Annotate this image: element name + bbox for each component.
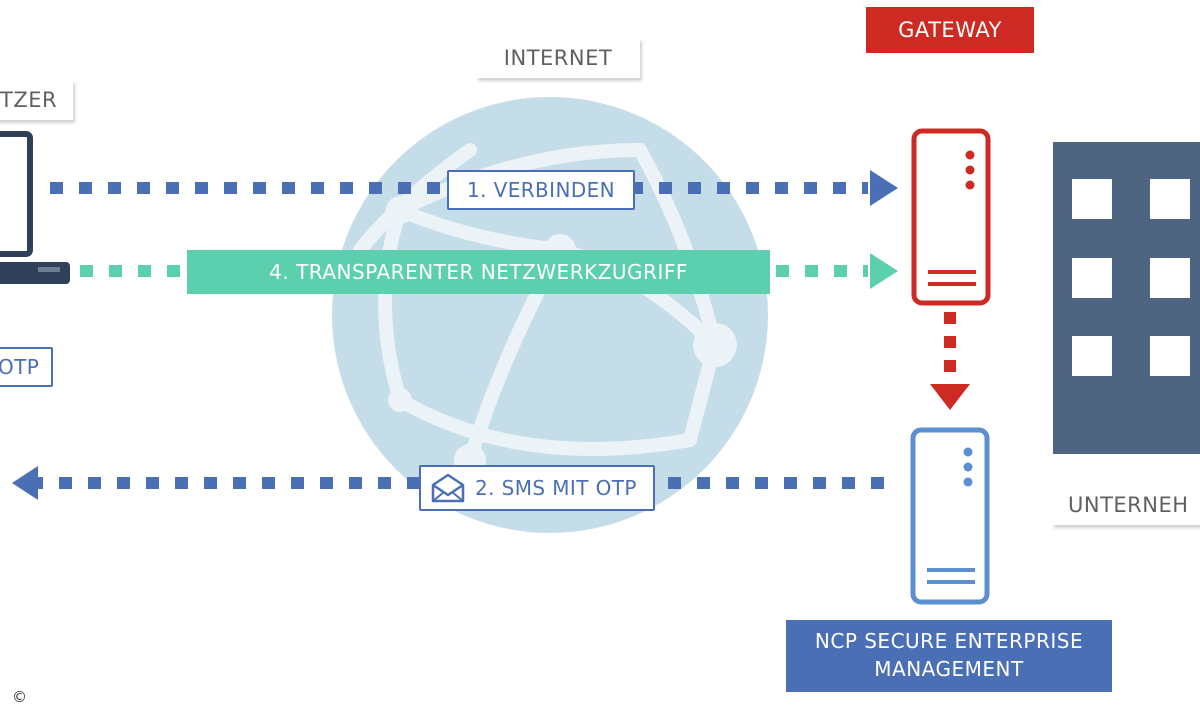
gateway-to-management-arrow bbox=[930, 312, 970, 410]
management-label-line1: NCP SECURE ENTERPRISE bbox=[814, 629, 1084, 653]
step-connect-label: 1. VERBINDEN bbox=[447, 170, 636, 210]
envelope-icon bbox=[431, 473, 465, 503]
management-label-line2: MANAGEMENT bbox=[874, 657, 1024, 681]
step-sms-text: 2. SMS MIT OTP bbox=[475, 476, 637, 500]
internet-label: INTERNET bbox=[476, 38, 640, 78]
gateway-server-icon bbox=[911, 128, 991, 306]
building-icon bbox=[1053, 142, 1200, 454]
step-sms-label: 2. SMS MIT OTP bbox=[419, 465, 655, 511]
otp-label: OTP bbox=[0, 347, 54, 387]
laptop-icon bbox=[0, 131, 70, 284]
company-label: UNTERNEH bbox=[1052, 485, 1200, 525]
management-server-icon bbox=[910, 427, 990, 605]
step-access-label: 4. TRANSPARENTER NETZWERKZUGRIFF bbox=[187, 250, 770, 294]
copyright-mark: © bbox=[12, 688, 27, 706]
user-label: TZER bbox=[0, 80, 74, 120]
gateway-label: GATEWAY bbox=[866, 7, 1034, 53]
access-arrow bbox=[80, 253, 898, 289]
management-label: NCP SECURE ENTERPRISE MANAGEMENT bbox=[786, 620, 1112, 692]
